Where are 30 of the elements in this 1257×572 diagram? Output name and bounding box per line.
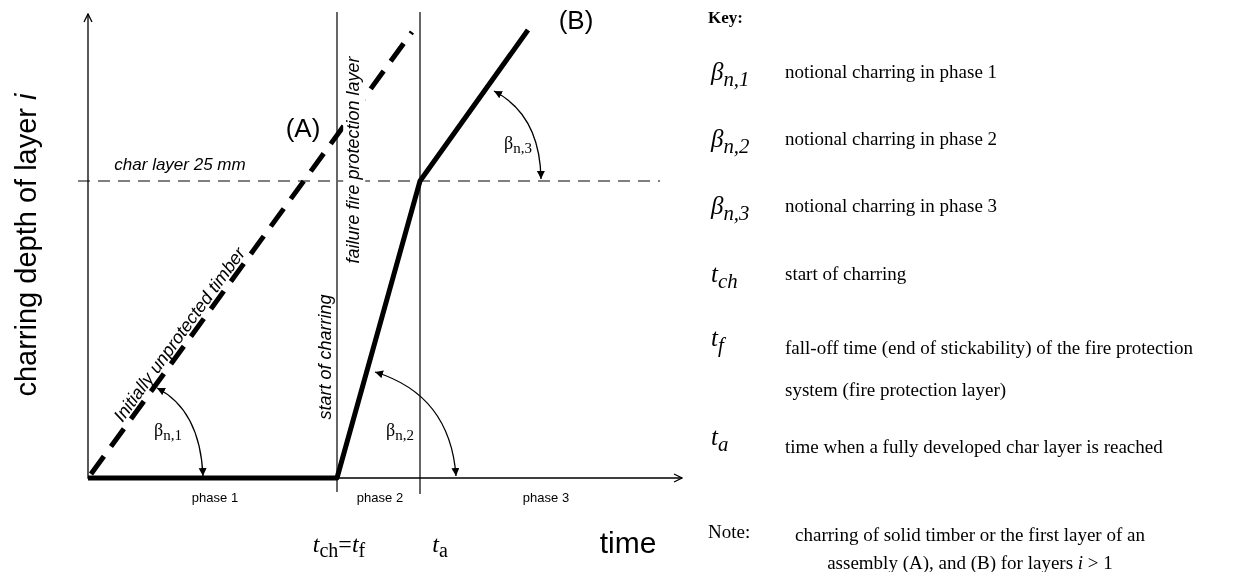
key-description: notional charring in phase 3 — [785, 195, 998, 218]
angle-label: β$_{n,1}$ — [154, 419, 182, 445]
note-label: Note: — [708, 521, 751, 544]
key-symbol: t$_{f}$ — [711, 323, 724, 358]
angle-label: β$_{n,2}$ — [386, 419, 414, 445]
key-heading: Key: — [708, 8, 743, 29]
key-description: notional charring in phase 1 — [785, 61, 998, 84]
key-description: start of charring — [785, 263, 907, 286]
key-symbol: β$_{n,2}$ — [711, 124, 750, 159]
reference-line-label: char layer 25 mm — [114, 154, 246, 176]
key-symbol: t$_{a}$ — [711, 422, 729, 457]
key-symbol: β$_{n,1}$ — [711, 57, 750, 92]
phase-label: phase 2 — [356, 490, 404, 506]
curve-label: (B) — [558, 5, 594, 37]
key-description: fall-off time (end of stickability) of the fire protection system (fire protection layer) — [785, 336, 1194, 402]
key-symbol: β$_{n,3}$ — [711, 191, 750, 226]
axis-title: time — [599, 525, 657, 561]
time-marker-label: t$_{ch}$=t$_{f}$ — [312, 529, 366, 563]
curve-label: (A) — [285, 113, 321, 145]
angle-label: β$_{n,3}$ — [504, 132, 532, 158]
phase-label: phase 3 — [522, 490, 570, 506]
note-text: charring of solid timber or the first layer of an assembly (A), and (B) for layers i > 1 — [794, 523, 1146, 572]
phase-label: phase 1 — [191, 490, 239, 506]
axis-title: charring depth of layer i — [8, 93, 43, 397]
key-description: time when a fully developed char layer is reached — [785, 435, 1164, 459]
line-annotation: start of charring — [315, 294, 337, 420]
key-symbol: t$_{ch}$ — [711, 259, 738, 294]
time-marker-label: t$_{a}$ — [432, 529, 448, 563]
line-annotation: failure fire protection layer — [343, 56, 365, 264]
key-description: notional charring in phase 2 — [785, 128, 998, 151]
